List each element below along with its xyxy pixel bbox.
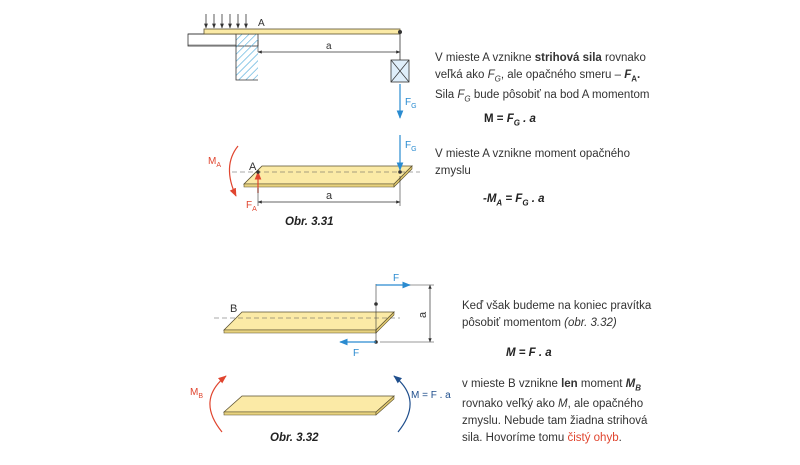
force-fa-label: FA	[246, 200, 257, 213]
dim-a-label: a	[326, 41, 332, 52]
fig31-cantilever	[187, 14, 410, 119]
moment-m-label: M = F . a	[411, 390, 451, 401]
point-b-label: B	[230, 303, 237, 315]
moment-mb-label: MB	[190, 387, 203, 400]
clamp-load-arrows	[204, 14, 248, 29]
fig32-ruler-couple	[214, 281, 434, 346]
point-a-label-2: A	[249, 161, 257, 173]
force-f-bottom-label: F	[353, 348, 359, 359]
text32-paragraph-2: v mieste B vznikne len moment MB rovnako…	[462, 378, 648, 445]
moment-ma-label: MA	[208, 156, 221, 169]
moment-ma-arc	[228, 145, 239, 197]
ruler-plate-3	[222, 395, 396, 413]
equation-3: M = F . a	[506, 347, 552, 359]
moment-mb-arc	[209, 375, 227, 433]
ruler-plate-1	[243, 165, 413, 185]
force-f-top-label: F	[393, 273, 399, 284]
dim-a-vertical-label: a	[417, 311, 429, 318]
fig31-ruler	[228, 135, 420, 206]
force-fg-label: FG	[405, 97, 417, 110]
term-pure-bending: čistý ohyb	[567, 432, 619, 445]
point-a-label: A	[258, 18, 265, 29]
equation-1: M = FG . a	[484, 113, 536, 128]
support-hatch	[236, 34, 258, 80]
caption-obr-3-31: Obr. 3.31	[285, 216, 334, 228]
text31-paragraph-1: V mieste A vznikne strihová sila rovnako…	[435, 52, 650, 104]
equation-2: -MA = FG . a	[483, 193, 545, 208]
text32-paragraph-1: Keď však budeme na koniec pravítka pôsob…	[462, 300, 652, 329]
caption-obr-3-32: Obr. 3.32	[270, 432, 319, 444]
dim-a-label-2: a	[326, 190, 333, 202]
fig32-pure-bending	[209, 375, 411, 433]
force-fg-label-2: FG	[405, 140, 417, 153]
moment-m-arc	[393, 375, 411, 433]
ruler-plate-2	[223, 311, 395, 331]
ruler-beam-top	[203, 28, 401, 35]
